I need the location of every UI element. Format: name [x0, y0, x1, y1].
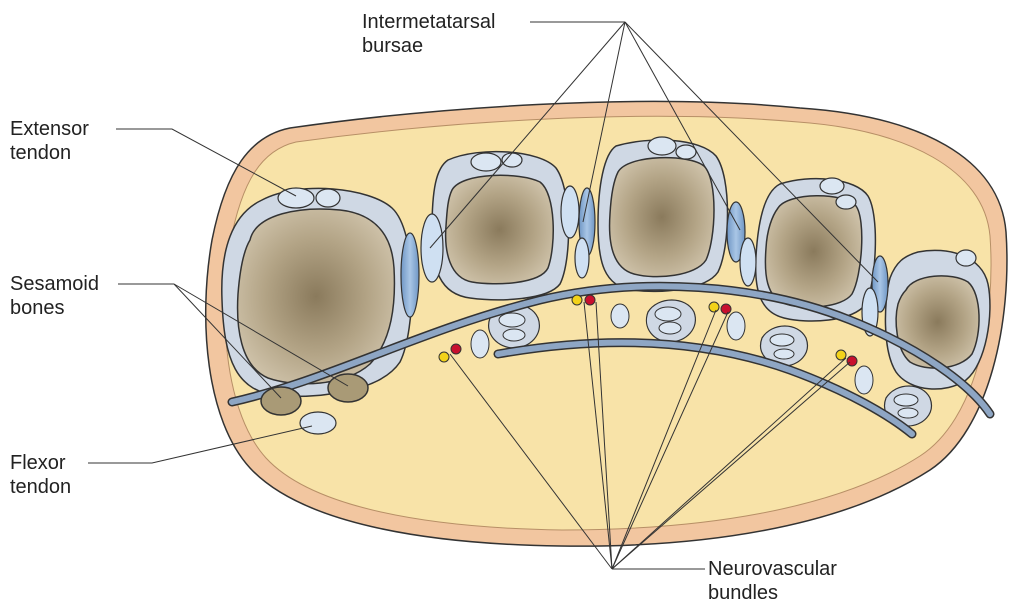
label-flexor-tendon: Flexor tendon [10, 451, 71, 499]
bursa-3b [740, 238, 756, 286]
vessel-1 [451, 344, 461, 354]
nerve-1 [439, 352, 449, 362]
vessel-4 [847, 356, 857, 366]
label-intermetatarsal-bursae: Intermetatarsal bursae [362, 10, 495, 58]
label-intermetatarsal-bursae-line1: Intermetatarsal [362, 10, 495, 34]
nerve-2 [572, 295, 582, 305]
extensor-tendon-3a [648, 137, 676, 155]
label-neurovascular-bundles: Neurovascular bundles [708, 557, 837, 601]
label-neurovascular-bundles-line2: bundles [708, 581, 837, 601]
extensor-tendon-4b [836, 195, 856, 209]
metatarsal-head-2 [446, 175, 554, 283]
flexor-tendon [300, 412, 336, 434]
label-intermetatarsal-bursae-line2: bursae [362, 34, 495, 58]
extensor-tendon-1b [316, 189, 340, 207]
nerve-3 [709, 302, 719, 312]
vessel-3 [721, 304, 731, 314]
label-extensor-tendon: Extensor tendon [10, 117, 89, 165]
extensor-tendon-3b [676, 145, 696, 159]
vessel-2 [585, 295, 595, 305]
bursa-2c [575, 238, 589, 278]
extensor-tendon-2a [471, 153, 501, 171]
metatarsal-head-4 [765, 196, 861, 307]
label-flexor-tendon-line2: tendon [10, 475, 71, 499]
extensor-tendon-4a [820, 178, 844, 194]
label-extensor-tendon-line1: Extensor [10, 117, 89, 141]
extensor-tendon-2b [502, 153, 522, 167]
label-extensor-tendon-line2: tendon [10, 141, 89, 165]
sesamoid-bone-medial [261, 387, 301, 415]
label-sesamoid-bones-line1: Sesamoid [10, 272, 99, 296]
bursa-1b [421, 214, 443, 282]
label-sesamoid-bones: Sesamoid bones [10, 272, 99, 320]
extensor-tendon-5 [956, 250, 976, 266]
label-flexor-tendon-line1: Flexor [10, 451, 71, 475]
nerve-4 [836, 350, 846, 360]
extensor-tendon-1a [278, 188, 314, 208]
metatarsal-head-3 [610, 158, 714, 277]
metatarsal-head-5 [896, 276, 979, 368]
label-sesamoid-bones-line2: bones [10, 296, 99, 320]
label-neurovascular-bundles-line1: Neurovascular [708, 557, 837, 581]
bursa-2a [561, 186, 579, 238]
bursa-1a [401, 233, 419, 317]
